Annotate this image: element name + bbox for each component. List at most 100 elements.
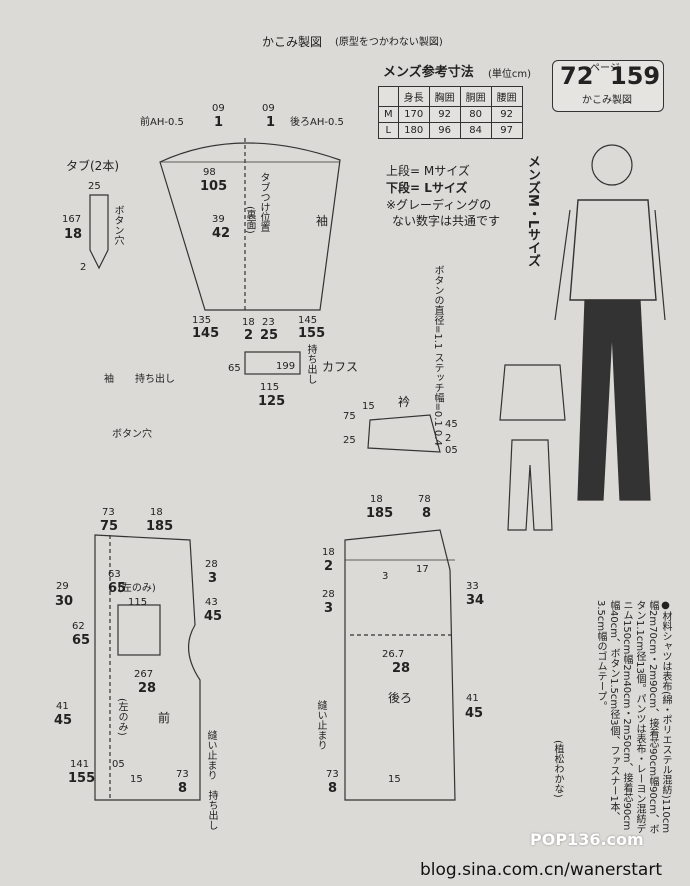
- table-header: 身長: [397, 86, 430, 107]
- dim-back-right: 33: [466, 581, 479, 592]
- note-grading: ※グレーディングの: [386, 198, 492, 212]
- page-suffix: ページ: [590, 63, 620, 74]
- header-subtitle: (原型をつかわない製図): [335, 37, 443, 48]
- dim-front-left7: 141: [70, 759, 90, 770]
- sleeve-detail-label: 袖: [104, 374, 114, 385]
- page-number-right: 159: [610, 62, 661, 90]
- table-row: M 170 92 80 92: [378, 106, 523, 123]
- cuff-label: カフス: [322, 360, 359, 374]
- dim-collar6: 05: [445, 445, 458, 456]
- dim-back-top4: 8: [422, 506, 432, 521]
- collar-label: 衿: [398, 395, 411, 409]
- dim-back-left6: 8: [328, 781, 338, 796]
- dim-front-right6: 8: [178, 781, 188, 796]
- back-bodice-outline: [344, 529, 456, 801]
- dim-sleeve-top2: 09: [262, 103, 275, 114]
- dim-front-top4: 185: [146, 519, 174, 534]
- dim-front-inner2: 65: [108, 581, 127, 596]
- dim-back-left4: 3: [324, 601, 334, 616]
- dim-sleeve-mid2: 2: [244, 328, 254, 343]
- cuff-outline: [244, 351, 301, 375]
- header-title: かこみ製図: [262, 35, 323, 49]
- table-row: L 180 96 84 97: [378, 122, 523, 139]
- ura-label: (裏面): [244, 206, 255, 234]
- dim-cuff2: 115: [260, 382, 280, 393]
- materials-credit: (植松わかな): [552, 740, 563, 798]
- dim-collar2: 75: [343, 411, 356, 422]
- dim-sleeve-left-l: 105: [200, 179, 228, 194]
- dim-back-top: 18: [370, 494, 383, 505]
- dim-front-left3: 62: [72, 621, 85, 632]
- note-lower: 下段= Lサイズ: [386, 181, 468, 195]
- dim-front-top2: 75: [100, 519, 119, 534]
- dim-sleeve-left: 98: [203, 167, 216, 178]
- dim-sleeve-bottom-l: 135: [192, 315, 212, 326]
- nui-tomari-front: 縫い止まり: [205, 730, 216, 780]
- table-header: 腰囲: [490, 86, 523, 107]
- page-caption: かこみ製図: [582, 95, 632, 106]
- dim-front-inner6: 15: [130, 774, 143, 785]
- size-table-unit: (単位cm): [488, 69, 532, 80]
- dim-sleeve-bottom-r: 145: [298, 315, 318, 326]
- size-table: 身長 胸囲 胴囲 腰囲 M 170 92 80 92 L 180 96 84 9…: [378, 86, 523, 139]
- dim-collar3: 45: [445, 419, 458, 430]
- mochidashi-detail: 持ち出し: [135, 374, 175, 385]
- dim-front-right5: 73: [176, 769, 189, 780]
- dim-front-left4: 65: [72, 633, 91, 648]
- materials-text: ●材料シャツは表布(綿・ポリエステル混紡)110cm幅2m70cm・2m90cm…: [595, 600, 671, 835]
- dim-front-inner4: 267: [134, 669, 154, 680]
- note-grading2: ない数字は共通です: [392, 214, 501, 228]
- dim-cuff: 65: [228, 363, 241, 374]
- dim-sleeve-top-l: 1: [214, 115, 224, 130]
- tab-label: タブ(2本): [66, 159, 119, 173]
- dim-sleeve-height: 39: [212, 214, 225, 225]
- nui-tomari-back: 縫い止まり: [315, 700, 326, 750]
- dim-back-left: 18: [322, 547, 335, 558]
- back-ah-label: 後ろAH-0.5: [290, 117, 344, 128]
- blog-watermark: blog.sina.com.cn/wanerstart: [420, 860, 662, 880]
- dim-cuff4: 199: [276, 361, 296, 372]
- dim-collar5: 2: [445, 433, 452, 444]
- dim-tab2: 167: [62, 214, 82, 225]
- table-header: 胸囲: [428, 86, 461, 107]
- dim-front-inner5: 28: [138, 681, 157, 696]
- dim-sleeve-top2-l: 1: [266, 115, 276, 130]
- front-label: 前: [158, 711, 171, 725]
- size-table-title: メンズ参考寸法: [383, 65, 474, 80]
- left-only-label: (左のみ): [118, 583, 156, 594]
- dim-sleeve-mid4: 25: [260, 328, 279, 343]
- dim-tab4: 2: [80, 262, 87, 273]
- tab-outline: [89, 194, 109, 270]
- left-only-label-2: (左のみ): [116, 698, 127, 736]
- dim-back-inner2: 28: [392, 661, 411, 676]
- dim-front-top3: 18: [150, 507, 163, 518]
- dim-back-top2: 185: [366, 506, 394, 521]
- page-number-left: 72: [560, 62, 594, 90]
- dim-collar4: 25: [343, 435, 356, 446]
- dim-cuff3: 125: [258, 394, 286, 409]
- dim-front-inner7: 05: [112, 759, 125, 770]
- front-bodice-outline: [94, 534, 201, 801]
- dim-collar: 15: [362, 401, 375, 412]
- dim-front-left2: 30: [55, 594, 74, 609]
- button-hole-label: ボタン穴: [112, 205, 123, 245]
- sleeve-label: 袖: [316, 214, 329, 228]
- dim-front-right: 28: [205, 559, 218, 570]
- dim-front-left8: 155: [68, 771, 96, 786]
- dim-front-left6: 45: [54, 713, 73, 728]
- mini-shirt: [499, 364, 566, 421]
- tab-position-label: タブつけ位置: [258, 172, 269, 232]
- dim-back-top3: 78: [418, 494, 431, 505]
- dim-back-left5: 73: [326, 769, 339, 780]
- dim-back-right2: 34: [466, 593, 485, 608]
- dim-sleeve-top: 09: [212, 103, 225, 114]
- dim-front-left5: 41: [56, 701, 69, 712]
- dim-front-inner: 63: [108, 569, 121, 580]
- mochidashi-cuff-label: 持ち出し: [305, 344, 316, 384]
- note-upper: 上段= Mサイズ: [386, 164, 470, 178]
- mochidashi-front: 持ち出し: [206, 790, 217, 830]
- dim-sleeve-height-l: 42: [212, 226, 231, 241]
- dim-tab: 25: [88, 181, 101, 192]
